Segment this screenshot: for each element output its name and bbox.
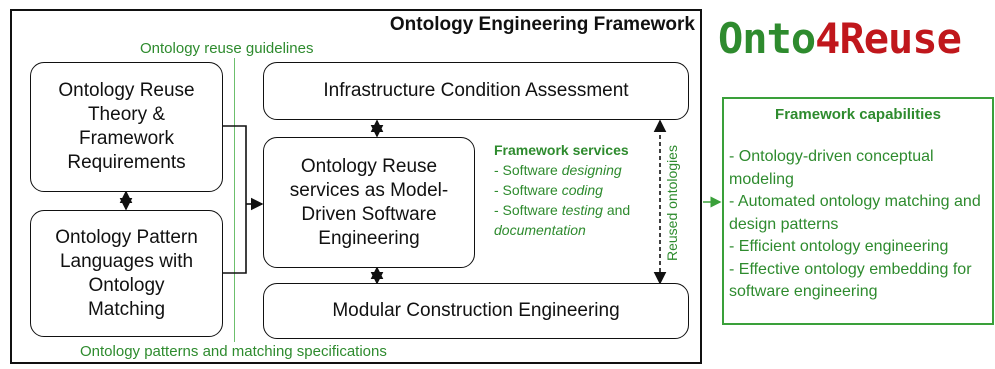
framework-services: Framework services - Software designing … xyxy=(494,140,658,240)
mdse-box-label: Ontology Reuse services as Model- Driven… xyxy=(289,155,449,249)
services-title: Framework services xyxy=(494,142,629,158)
framework-frame xyxy=(10,9,702,364)
guideline-divider xyxy=(234,58,235,342)
theory-box-label: Ontology Reuse Theory & Framework Requir… xyxy=(58,80,195,173)
service-item: documentation xyxy=(494,222,586,238)
capability-item: - Automated ontology matching and design… xyxy=(729,193,981,233)
mdse-box: Ontology Reuse services as Model- Driven… xyxy=(263,137,475,268)
capability-item: - Effective ontology embedding for softw… xyxy=(729,260,972,301)
capability-item: - Ontology-driven conceptual modeling xyxy=(729,148,934,188)
pattern-box: Ontology Pattern Languages with Ontology… xyxy=(30,210,223,337)
onto4reuse-logo: Onto4Reuse xyxy=(718,14,962,63)
framework-title: Ontology Engineering Framework xyxy=(389,14,695,35)
service-item: - Software designing xyxy=(494,162,622,178)
modular-box-label: Modular Construction Engineering xyxy=(332,300,620,321)
capabilities-title: Framework capabilities xyxy=(775,106,941,123)
infrastructure-box: Infrastructure Condition Assessment xyxy=(263,62,689,120)
reused-ontologies-label: Reused ontologies xyxy=(664,145,680,261)
capabilities-box xyxy=(722,97,994,325)
bracket-line xyxy=(222,125,247,274)
capabilities-list: - Ontology-driven conceptual modeling - … xyxy=(729,146,991,304)
theory-box: Ontology Reuse Theory & Framework Requir… xyxy=(30,62,223,192)
pattern-box-label: Ontology Pattern Languages with Ontology… xyxy=(55,226,198,320)
capability-item: - Efficient ontology engineering xyxy=(729,238,949,255)
modular-box: Modular Construction Engineering xyxy=(263,283,689,339)
guideline-bottom-label: Ontology patterns and matching specifica… xyxy=(80,343,387,360)
service-item: - Software testing and xyxy=(494,202,631,218)
service-item: - Software coding xyxy=(494,182,603,198)
guideline-top-label: Ontology reuse guidelines xyxy=(140,40,314,57)
infrastructure-box-label: Infrastructure Condition Assessment xyxy=(323,80,629,101)
